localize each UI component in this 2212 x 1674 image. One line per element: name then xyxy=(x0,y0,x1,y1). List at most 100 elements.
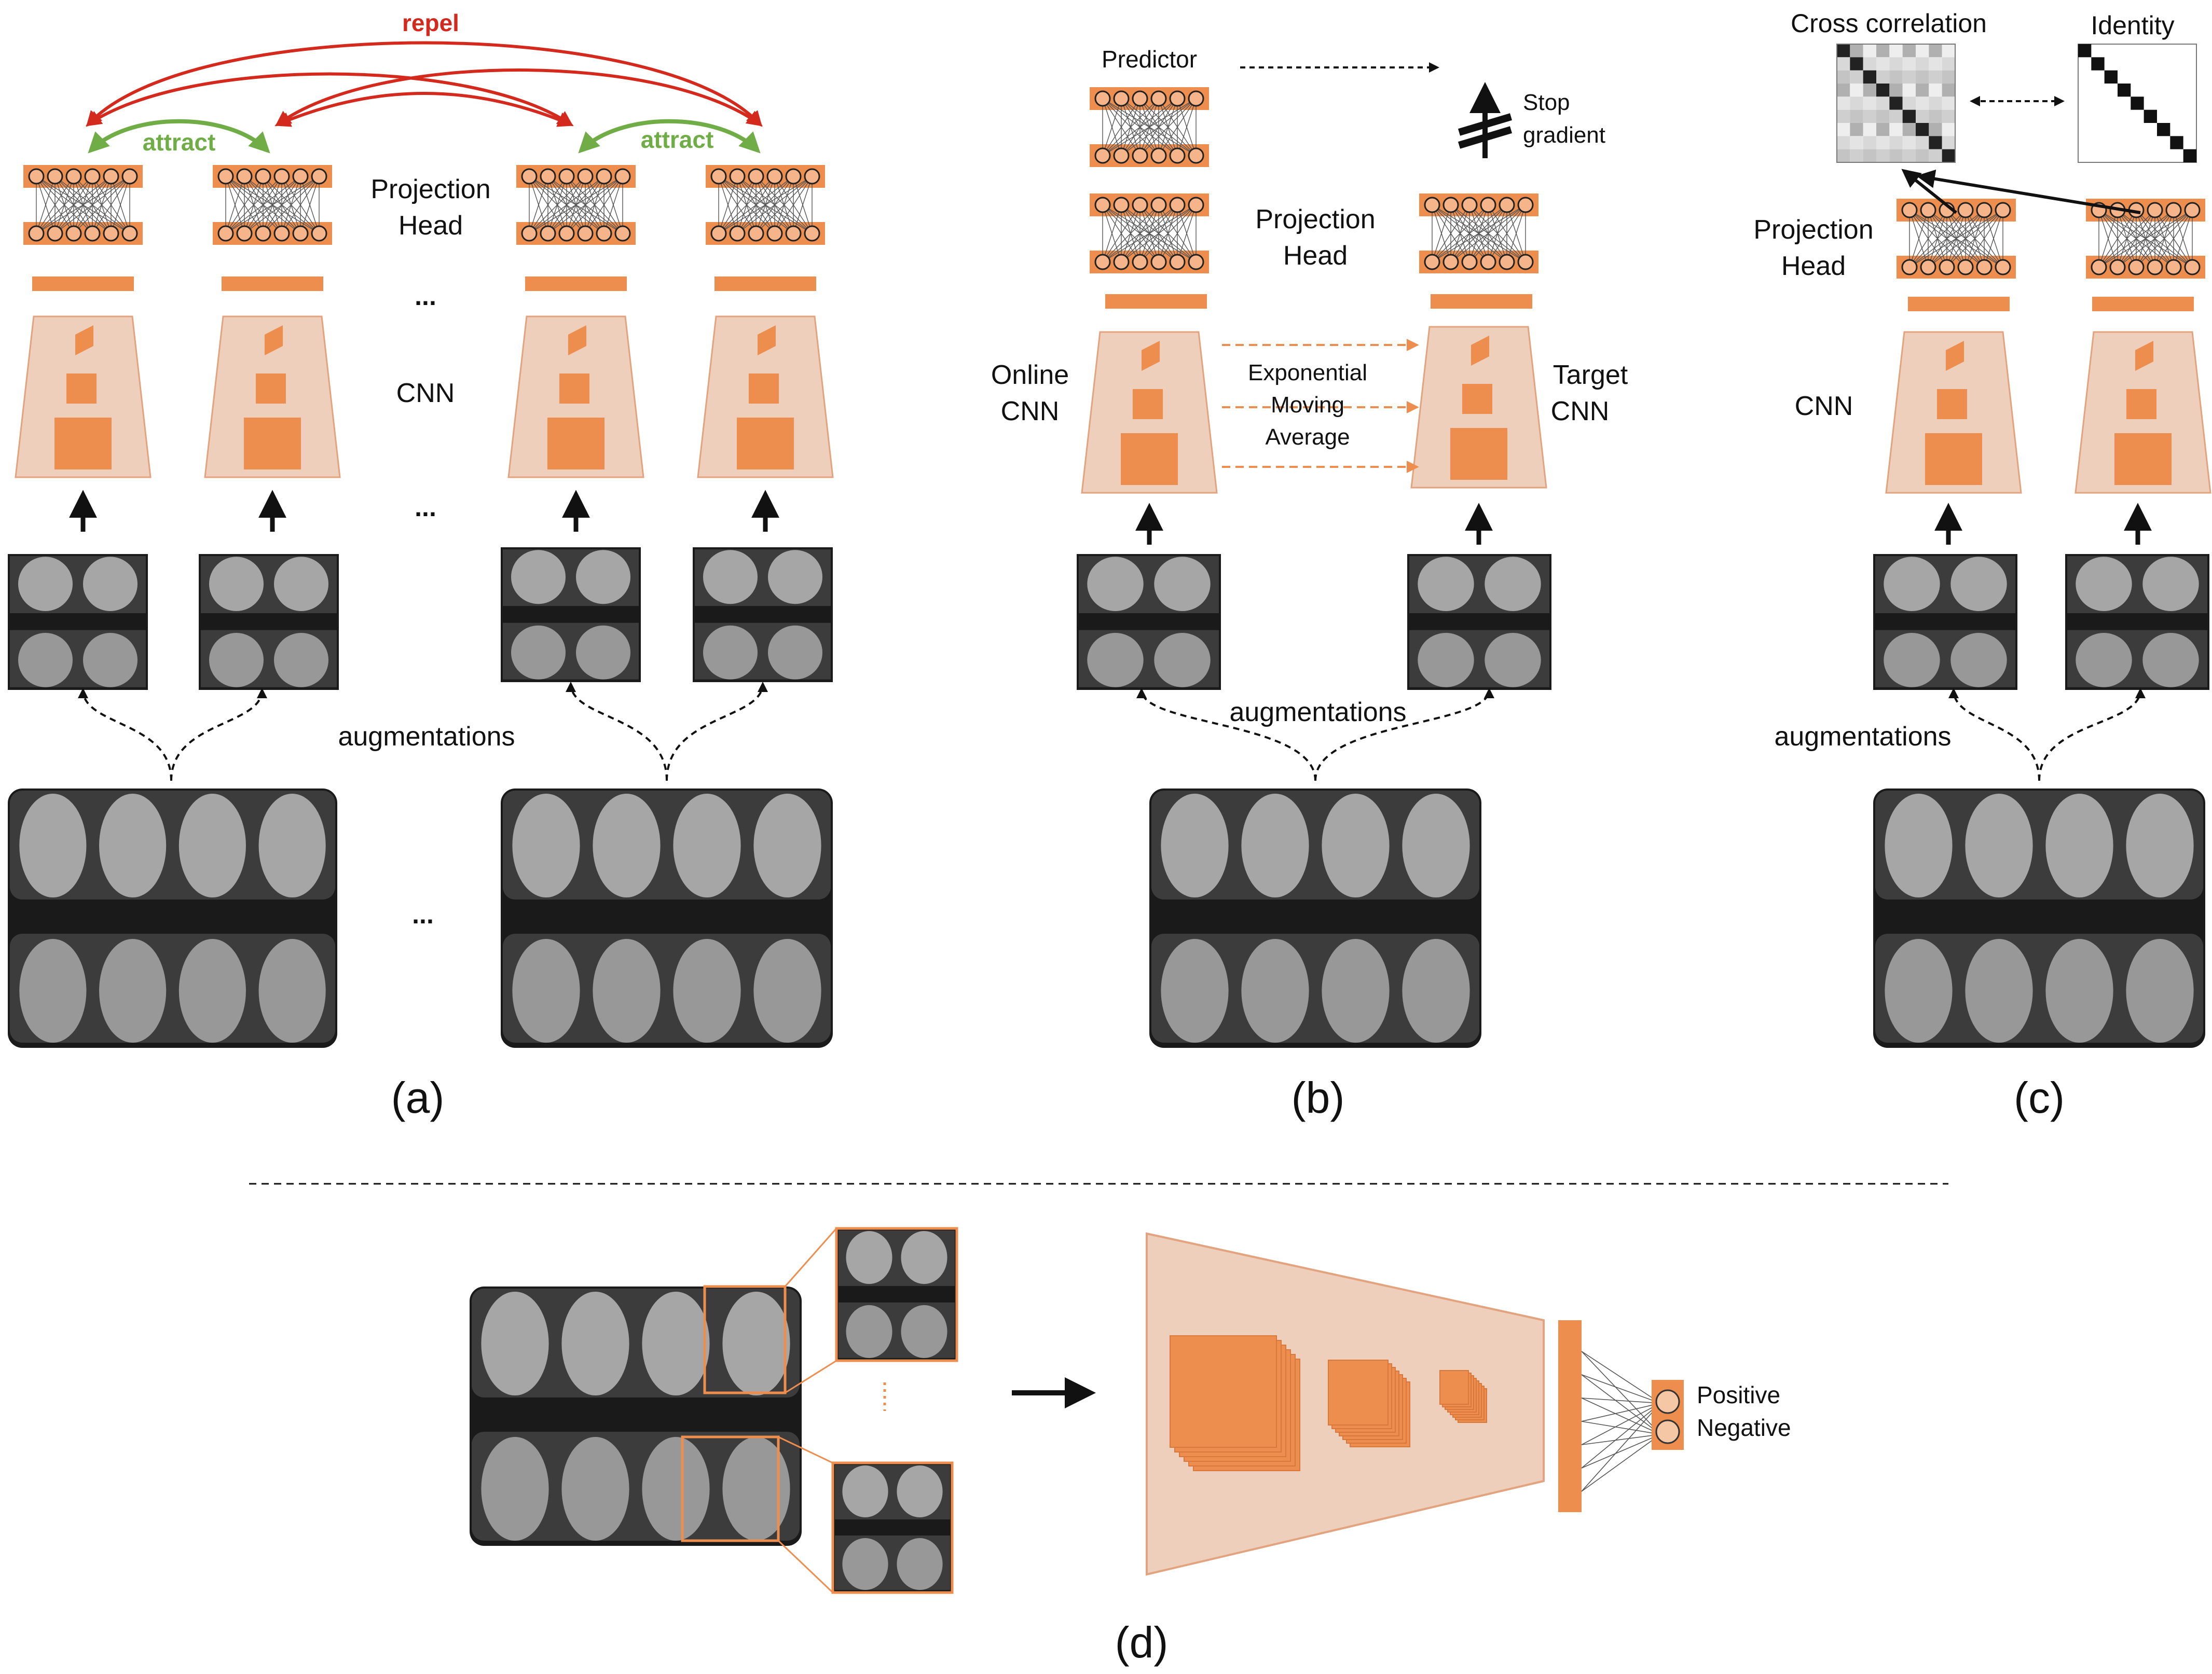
projection-head-b-online-connection xyxy=(1102,204,1122,262)
matrix-cell xyxy=(1929,123,1942,136)
xray-aug-c1-tooth-upper xyxy=(1950,557,2007,612)
projection-head-a4-neuron xyxy=(710,168,727,185)
projection-head-a4-neuron xyxy=(766,168,783,185)
projection-head-b-online-neuron xyxy=(1169,197,1186,213)
matrix-cell xyxy=(1876,123,1890,136)
target-cnn-label-2: CNN xyxy=(1551,396,1610,426)
xray-aug-c1-tooth-lower xyxy=(1884,632,1940,687)
projection-head-b-online-neuron xyxy=(1188,197,1204,213)
cnn-d-connection xyxy=(1581,1421,1661,1435)
cnn-a2-block-medium xyxy=(256,373,286,404)
projection-head-c1-connection xyxy=(1909,210,2003,268)
projection-head-a1-connection xyxy=(36,176,112,234)
augmentations-label-b: augmentations xyxy=(1229,697,1406,727)
projection-head-a4-connection xyxy=(755,176,813,234)
crop-connector-2 xyxy=(785,1360,837,1394)
xray-original-a2-tooth-upper xyxy=(512,794,580,897)
xray-original-a2-tooth-lower xyxy=(512,939,580,1043)
xray-original-a1-lower-band xyxy=(10,934,335,1043)
xray-original-c-tooth-upper xyxy=(1965,794,2033,897)
matrix-cell xyxy=(1876,44,1890,58)
predictor-head-b-connection xyxy=(1102,98,1197,156)
cnn-d-connection xyxy=(1581,1434,1661,1492)
projection-head-c2 xyxy=(2086,199,2205,279)
projection-head-c2-neuron xyxy=(2147,259,2163,275)
identity-cell xyxy=(2131,96,2144,110)
projection-head-c1-neuron xyxy=(1901,202,1918,218)
augmentation-fork-a2-right xyxy=(666,682,768,781)
projection-head-c2-connection xyxy=(2098,210,2137,268)
xray-original-c-tooth-lower xyxy=(2126,939,2194,1043)
projection-head-a4-connection xyxy=(718,176,775,234)
xray-original-c-tooth-lower xyxy=(1965,939,2033,1043)
matrix-cell xyxy=(1876,149,1890,162)
xray-original-a2-upper-band xyxy=(503,791,831,900)
matrix-cell xyxy=(1837,44,1850,58)
xray-original-a2-lower-band xyxy=(503,934,831,1043)
matrix-cell xyxy=(1850,109,1863,123)
augmentation-fork-a2-left xyxy=(566,682,668,781)
projection-head-a2-connection xyxy=(225,176,282,234)
projection-head-b-target-neuron xyxy=(1442,197,1459,213)
negative-neuron xyxy=(1655,1419,1680,1444)
target-cnn-label-1: Target xyxy=(1553,360,1628,390)
projection-head-a4-connection xyxy=(718,176,757,234)
xray-aug-a2-tooth-upper xyxy=(209,557,264,612)
predictor-head-b-neuron xyxy=(1188,147,1204,164)
projection-head-a2-connection xyxy=(300,176,320,234)
predictor-head-b-connection xyxy=(1158,98,1197,156)
matrix-cell xyxy=(1902,109,1916,123)
matrix-cell xyxy=(1850,70,1863,84)
projection-head-c1-neuron xyxy=(1939,259,1955,275)
crop-image-lower-tooth-upper xyxy=(897,1465,943,1517)
projection-head-c2-neuron xyxy=(2165,202,2182,218)
projection-head-a2-neuron xyxy=(311,168,327,185)
cnn-a4-block-medium xyxy=(749,373,779,404)
ellipsis-arrows: ... xyxy=(415,493,436,522)
xray-original-a1-tooth-lower xyxy=(258,939,326,1043)
cnn-a4-block-small xyxy=(758,325,776,355)
repel-arrow-2 xyxy=(274,92,574,127)
predictor-head-b-neuron xyxy=(1150,147,1167,164)
positive-label: Positive xyxy=(1697,1381,1780,1408)
projection-head-a3-neuron xyxy=(558,225,575,242)
ellipsis-images: ... xyxy=(412,900,434,929)
projection-head-c2-connection xyxy=(2098,210,2174,268)
cnn-d-connection xyxy=(1581,1434,1661,1445)
xray-original-d-tooth-upper xyxy=(722,1292,790,1395)
projection-head-a3-neuron xyxy=(614,225,631,242)
projection-head-label-a2: Head xyxy=(399,211,463,241)
matrix-cell xyxy=(1850,84,1863,97)
xray-aug-a2-tooth-lower xyxy=(209,632,264,687)
matrix-cell xyxy=(1902,44,1916,58)
projection-head-c2-neuron xyxy=(2147,202,2163,218)
projection-head-a4-neuron xyxy=(804,168,820,185)
projection-head-c2-neuron xyxy=(2184,202,2201,218)
projection-head-c1-connection xyxy=(1965,210,2003,268)
projection-head-b-online-neuron xyxy=(1094,254,1111,270)
matrix-cell xyxy=(1889,149,1903,162)
cnn-c1 xyxy=(1885,331,2022,494)
matrix-cell xyxy=(1916,109,1929,123)
cnn-b-online-block-large xyxy=(1121,433,1178,485)
matrix-cell xyxy=(1902,57,1916,71)
projection-head-label-a1: Projection xyxy=(370,174,490,204)
to-matrix-arrow-1 xyxy=(1901,169,1957,214)
projection-head-a3-neuron xyxy=(577,168,594,185)
projection-head-label-c2: Head xyxy=(1781,251,1846,281)
xray-original-c-tooth-lower xyxy=(2045,939,2113,1043)
projection-head-a4-connection xyxy=(718,176,813,234)
xray-aug-b2 xyxy=(1407,554,1551,690)
projection-head-a1 xyxy=(23,165,143,245)
crop-image-upper-tooth-lower xyxy=(846,1305,892,1358)
xray-aug-a1 xyxy=(8,554,148,690)
ema-label-1: Exponential xyxy=(1248,360,1367,385)
xray-aug-c1-tooth-lower xyxy=(1950,632,2007,687)
cnn-d-feature-map-large xyxy=(1170,1335,1277,1448)
projection-head-b-target-neuron xyxy=(1424,254,1440,270)
identity-cell xyxy=(2078,44,2092,58)
xray-aug-c2-tooth-lower xyxy=(2142,632,2199,687)
crop-connector-3 xyxy=(778,1436,833,1464)
cnn-c2-block-large xyxy=(2114,433,2172,485)
xray-original-a1-tooth-upper xyxy=(258,794,326,897)
